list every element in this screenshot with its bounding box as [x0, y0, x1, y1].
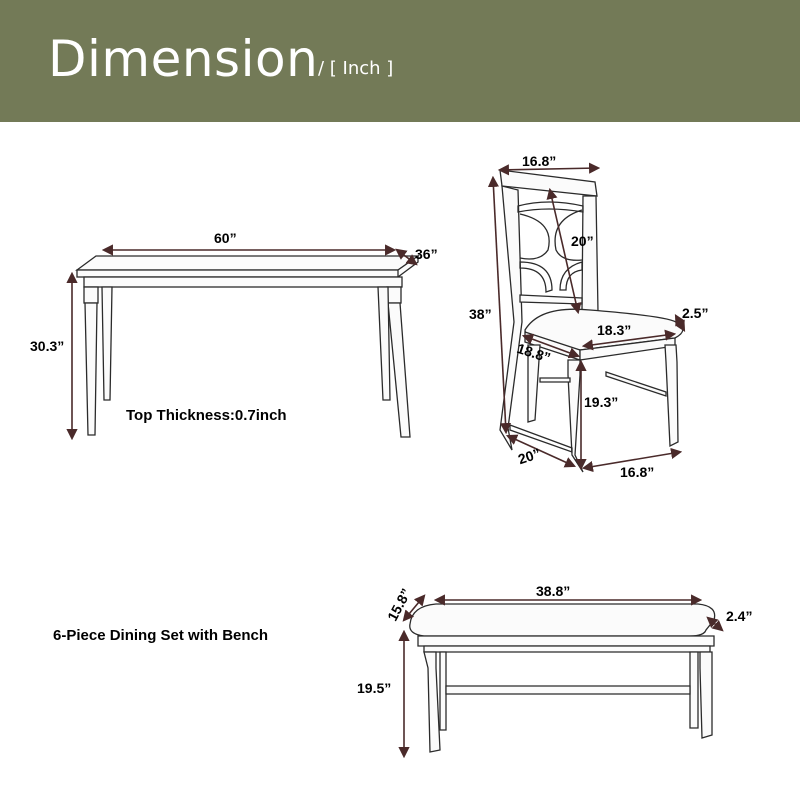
bench-length-label: 38.8”	[536, 583, 571, 599]
bench-drawing	[409, 603, 716, 753]
chair-height-arrow	[487, 175, 512, 435]
bench-seat-thickness-label: 2.4”	[726, 608, 753, 624]
page-title: Dimension	[48, 30, 319, 88]
bench-depth-arrow	[402, 594, 426, 622]
chair-base-width-label: 16.8”	[620, 464, 655, 480]
table-height-label: 30.3”	[30, 338, 65, 354]
bench-height-label: 19.5”	[357, 680, 392, 696]
chair-seat-width-label: 18.3”	[597, 322, 632, 338]
chair-seat-width-arrow	[581, 329, 677, 351]
chair-top-width-arrow	[497, 162, 601, 176]
table-depth-label: 36”	[415, 246, 438, 262]
chair-seat-depth-arrow	[521, 333, 581, 359]
chair-back-height-label: 20”	[571, 233, 594, 249]
bench-seat-thickness-arrow	[706, 616, 724, 632]
chair-total-height-label: 38”	[469, 306, 492, 322]
table-thickness-note: Top Thickness:0.7inch	[126, 407, 287, 424]
header-banner: Dimension / [ Inch ]	[0, 0, 800, 122]
chair-seat-thickness-arrow	[674, 314, 686, 332]
table-depth-arrow	[395, 248, 418, 266]
set-caption: 6-Piece Dining Set with Bench	[53, 627, 269, 644]
chair-top-width-label: 16.8”	[522, 153, 557, 169]
chair-seat-height-label: 19.3”	[584, 394, 619, 410]
chair-base-width-arrow	[581, 447, 683, 473]
chair-seat-thickness-label: 2.5”	[682, 305, 709, 321]
table-length-label: 60”	[214, 230, 237, 246]
chair-base-depth-arrow	[505, 434, 577, 468]
chair-back-arrow	[546, 187, 582, 315]
chair-drawing	[499, 169, 684, 473]
unit-label: / [ Inch ]	[318, 58, 394, 79]
